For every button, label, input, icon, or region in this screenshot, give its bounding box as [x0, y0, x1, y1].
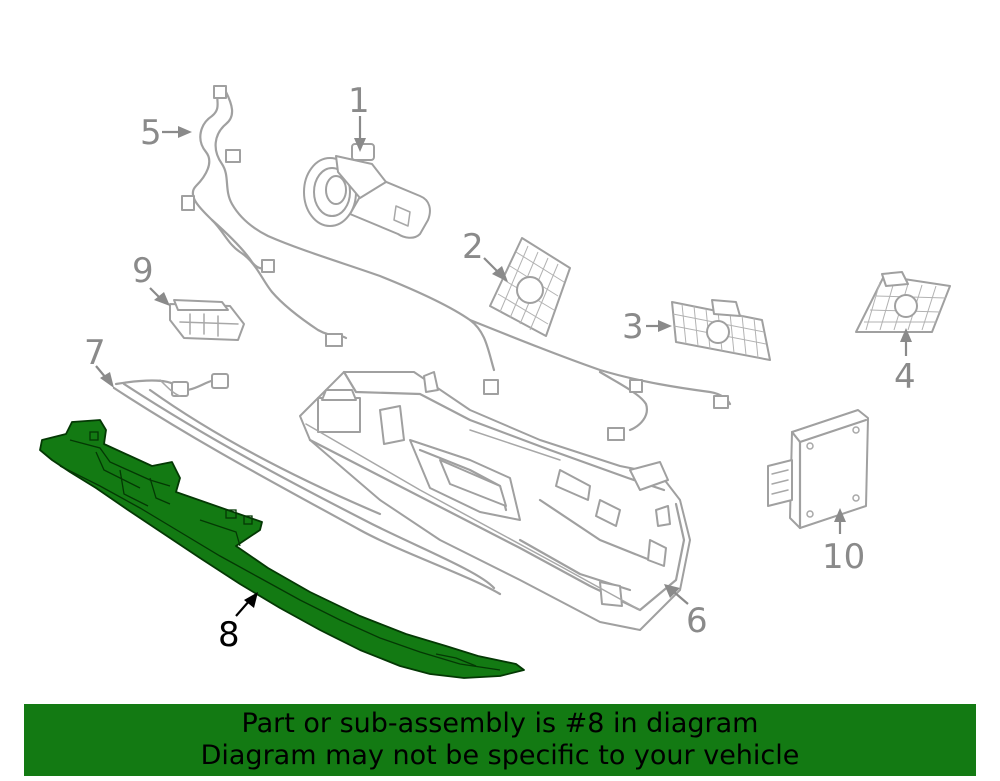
- callout-3-label: 3: [622, 307, 644, 347]
- part-5-wiring-harness[interactable]: [181, 85, 732, 441]
- callout-8: 8: [218, 592, 258, 655]
- part-9-connector-module[interactable]: [169, 299, 245, 341]
- callout-2-arrowhead: [492, 266, 508, 282]
- callout-2-leader: [483, 257, 499, 273]
- callout-1-label: 1: [348, 81, 370, 121]
- callout-6-arrowhead: [664, 584, 680, 598]
- callout-2: 2: [462, 227, 508, 282]
- part-10-control-module[interactable]: [767, 409, 869, 530]
- callout-10-label: 10: [822, 537, 865, 577]
- info-banner: Part or sub-assembly is #8 in diagram Di…: [24, 704, 976, 776]
- callout-5-label: 5: [140, 113, 162, 153]
- callout-9: 9: [132, 251, 170, 306]
- callout-4-arrowhead: [900, 328, 912, 342]
- part-4-sensor-bracket[interactable]: [855, 271, 951, 333]
- callout-9-label: 9: [132, 251, 154, 291]
- banner-line-disclaimer: Diagram may not be specific to your vehi…: [200, 740, 800, 771]
- part-6-bumper-carrier[interactable]: [299, 370, 691, 631]
- callout-8-label: 8: [218, 615, 240, 655]
- banner-line-part: Part or sub-assembly is #8 in diagram: [241, 708, 759, 739]
- callout-2-label: 2: [462, 227, 484, 267]
- callout-9-leader: [149, 287, 161, 299]
- callout-10: 10: [822, 508, 865, 577]
- callout-3-arrowhead: [658, 320, 672, 332]
- callout-6-label: 6: [686, 601, 708, 641]
- callout-6-leader: [673, 591, 689, 605]
- callout-1: 1: [348, 81, 370, 152]
- callout-5: 5: [140, 113, 192, 153]
- callout-10-arrowhead: [834, 508, 846, 522]
- part-3-sensor-bracket[interactable]: [671, 299, 771, 361]
- callout-4-label: 4: [894, 357, 916, 397]
- callout-1-arrowhead: [354, 138, 366, 152]
- part-1-parking-sensor[interactable]: [303, 143, 431, 239]
- callout-3: 3: [622, 307, 672, 347]
- callout-7: 7: [84, 333, 114, 388]
- callout-8-arrowhead: [244, 592, 258, 608]
- callout-5-arrowhead: [178, 126, 192, 138]
- callout-9-arrowhead: [154, 292, 170, 306]
- part-2-sensor-bracket[interactable]: [489, 237, 571, 337]
- callout-6: 6: [664, 584, 708, 641]
- callout-7-label: 7: [84, 333, 106, 373]
- callout-4: 4: [894, 328, 916, 397]
- callout-7-arrowhead: [100, 372, 114, 388]
- part-7-wire-strip[interactable]: [112, 373, 502, 596]
- part-8-air-deflector[interactable]: [39, 419, 525, 679]
